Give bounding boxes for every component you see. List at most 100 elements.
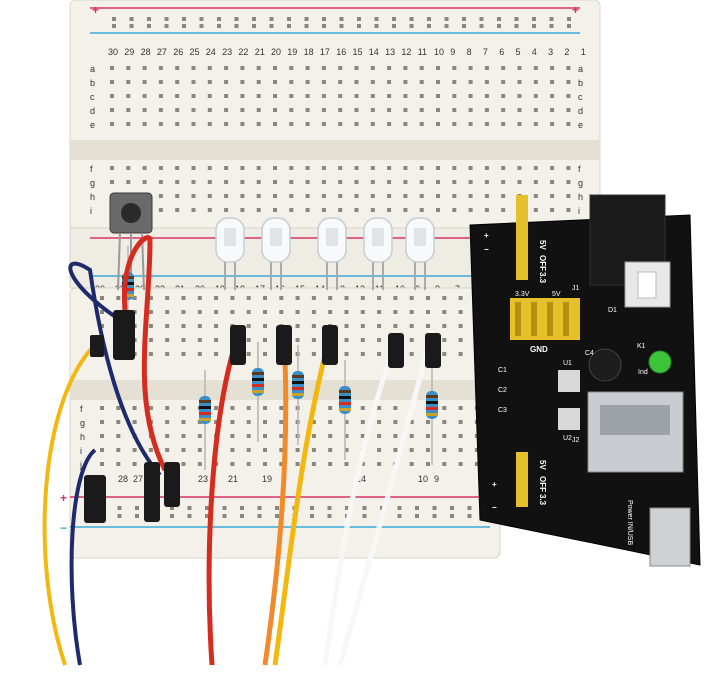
hole (327, 514, 332, 518)
hole (452, 80, 457, 84)
top-rail-plus-left: + (92, 3, 99, 17)
col-number: 2 (564, 47, 569, 57)
label-c3: C3 (498, 407, 507, 414)
hole (370, 80, 375, 84)
hole (287, 17, 291, 21)
power-module: 5V OFF 3.3 + − 3.3V 5V GND J1 J2 U1 U2 C… (469, 194, 701, 567)
wire-yellow-left[interactable] (42, 343, 97, 666)
top-rail-plus-right: + (572, 3, 579, 17)
hole (148, 448, 153, 452)
hole (550, 122, 555, 126)
hole (142, 108, 147, 112)
hole (165, 352, 170, 356)
hole (321, 108, 326, 112)
hole (533, 94, 538, 98)
hole (360, 420, 365, 424)
row-letter: j (79, 460, 82, 470)
hole (328, 448, 333, 452)
hole (100, 296, 104, 300)
hole (110, 122, 114, 126)
hole (377, 338, 382, 342)
led-3 (317, 217, 347, 290)
regulator-u1 (558, 370, 580, 392)
bottom-hole-grid (100, 296, 479, 466)
jumper-bottom[interactable] (516, 452, 528, 507)
hole (484, 94, 489, 98)
hole (344, 296, 349, 300)
col-number: 18 (304, 47, 314, 57)
led-5 (405, 217, 435, 290)
hole (234, 17, 239, 21)
hole (357, 17, 361, 21)
micro-usb-port[interactable] (649, 507, 691, 567)
wire-navy-long[interactable] (68, 261, 162, 477)
hole (182, 24, 186, 28)
hole (393, 420, 398, 424)
hole (501, 94, 506, 98)
hole (452, 108, 457, 112)
hole (338, 208, 343, 212)
hole (191, 66, 196, 70)
wire-navy-short[interactable] (69, 448, 97, 666)
hole (132, 296, 137, 300)
hole (269, 24, 274, 28)
hole (117, 506, 122, 510)
hole (436, 108, 440, 112)
hole (360, 296, 365, 300)
hole (501, 108, 506, 112)
hole (256, 80, 261, 84)
row-letter: g (80, 418, 85, 428)
label-plus-bottom: + (492, 480, 497, 489)
wire-orange[interactable] (262, 334, 289, 666)
label-c1: C1 (498, 367, 507, 374)
wire-white-2[interactable] (337, 329, 435, 666)
label-off-top: OFF (538, 255, 547, 271)
hole (533, 66, 538, 70)
hole (273, 194, 277, 198)
hole (436, 80, 440, 84)
hole (181, 310, 186, 314)
hole (442, 324, 447, 328)
hole (452, 122, 457, 126)
hole (468, 94, 473, 98)
hole (148, 310, 153, 314)
hole (191, 122, 196, 126)
hole (191, 80, 196, 84)
hole (252, 17, 256, 21)
hole (263, 338, 267, 342)
hole (132, 448, 137, 452)
hole (426, 310, 430, 314)
hole (234, 24, 239, 28)
hole (116, 420, 121, 424)
jumper-top[interactable] (516, 195, 528, 280)
hole (327, 506, 332, 510)
hole (289, 94, 294, 98)
hole (462, 24, 466, 28)
wire-white-1[interactable] (322, 339, 401, 666)
hole (207, 194, 212, 198)
hole (360, 434, 365, 438)
col-number: 1 (581, 47, 586, 57)
hole (158, 94, 163, 98)
wire-red-left[interactable] (121, 235, 168, 472)
hole (310, 506, 314, 510)
hole (354, 108, 359, 112)
row-letter: d (578, 106, 583, 116)
hole (240, 94, 245, 98)
hole (458, 310, 463, 314)
hole (432, 514, 437, 518)
hole (436, 166, 440, 170)
hole (393, 296, 398, 300)
wire-yellow-center[interactable] (272, 334, 333, 666)
label-c4: C4 (585, 350, 594, 357)
hole (165, 296, 170, 300)
wire-red-center[interactable] (206, 334, 241, 666)
resistor-4 (339, 360, 351, 460)
hole (214, 324, 219, 328)
col-number: 19 (287, 47, 297, 57)
label-d1: D1 (608, 307, 617, 314)
hole (501, 66, 506, 70)
hole (207, 122, 212, 126)
hole (100, 406, 104, 410)
